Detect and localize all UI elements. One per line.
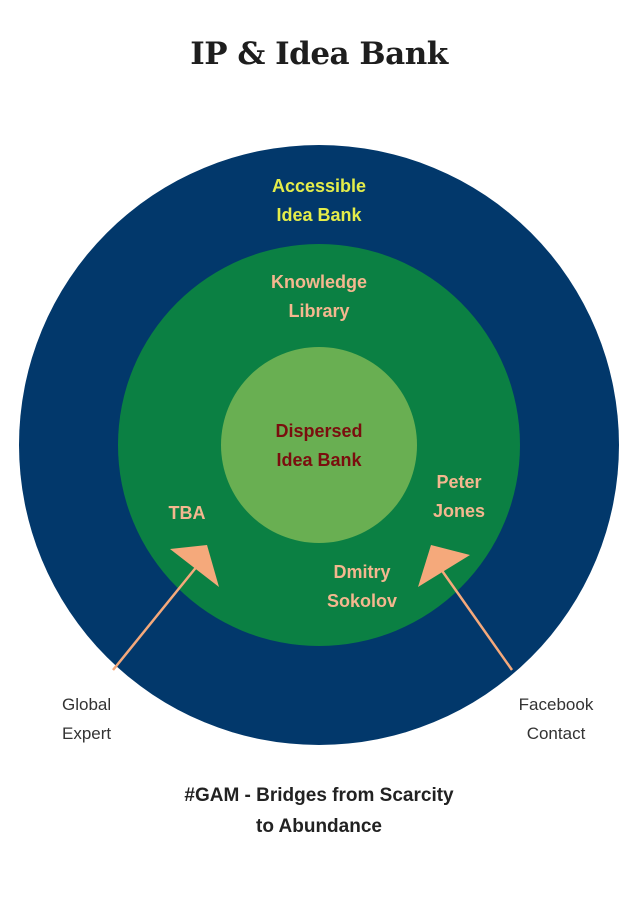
left-arrow-head bbox=[170, 545, 219, 587]
right-arrow-head bbox=[418, 545, 470, 587]
global-expert-label: Global Expert bbox=[62, 695, 112, 743]
outer-ring-label: Accessible Idea Bank bbox=[271, 176, 367, 225]
right-arrow-shaft bbox=[436, 564, 514, 671]
inner-circle bbox=[221, 347, 417, 543]
contact-dmitry-sokolov: Dmitry Sokolov bbox=[326, 562, 397, 611]
middle-ring-label: Knowledge Library bbox=[270, 272, 367, 321]
left-arrow-shaft bbox=[112, 564, 199, 671]
contact-tba: TBA bbox=[168, 503, 206, 523]
page-title: IP & Idea Bank bbox=[190, 36, 448, 72]
inner-circle-label: Dispersed Idea Bank bbox=[275, 421, 363, 470]
contact-peter-jones: Peter Jones bbox=[432, 472, 486, 521]
facebook-contact-label: Facebook Contact bbox=[518, 695, 594, 743]
tagline: #GAM - Bridges from Scarcity to Abundanc… bbox=[184, 785, 454, 837]
